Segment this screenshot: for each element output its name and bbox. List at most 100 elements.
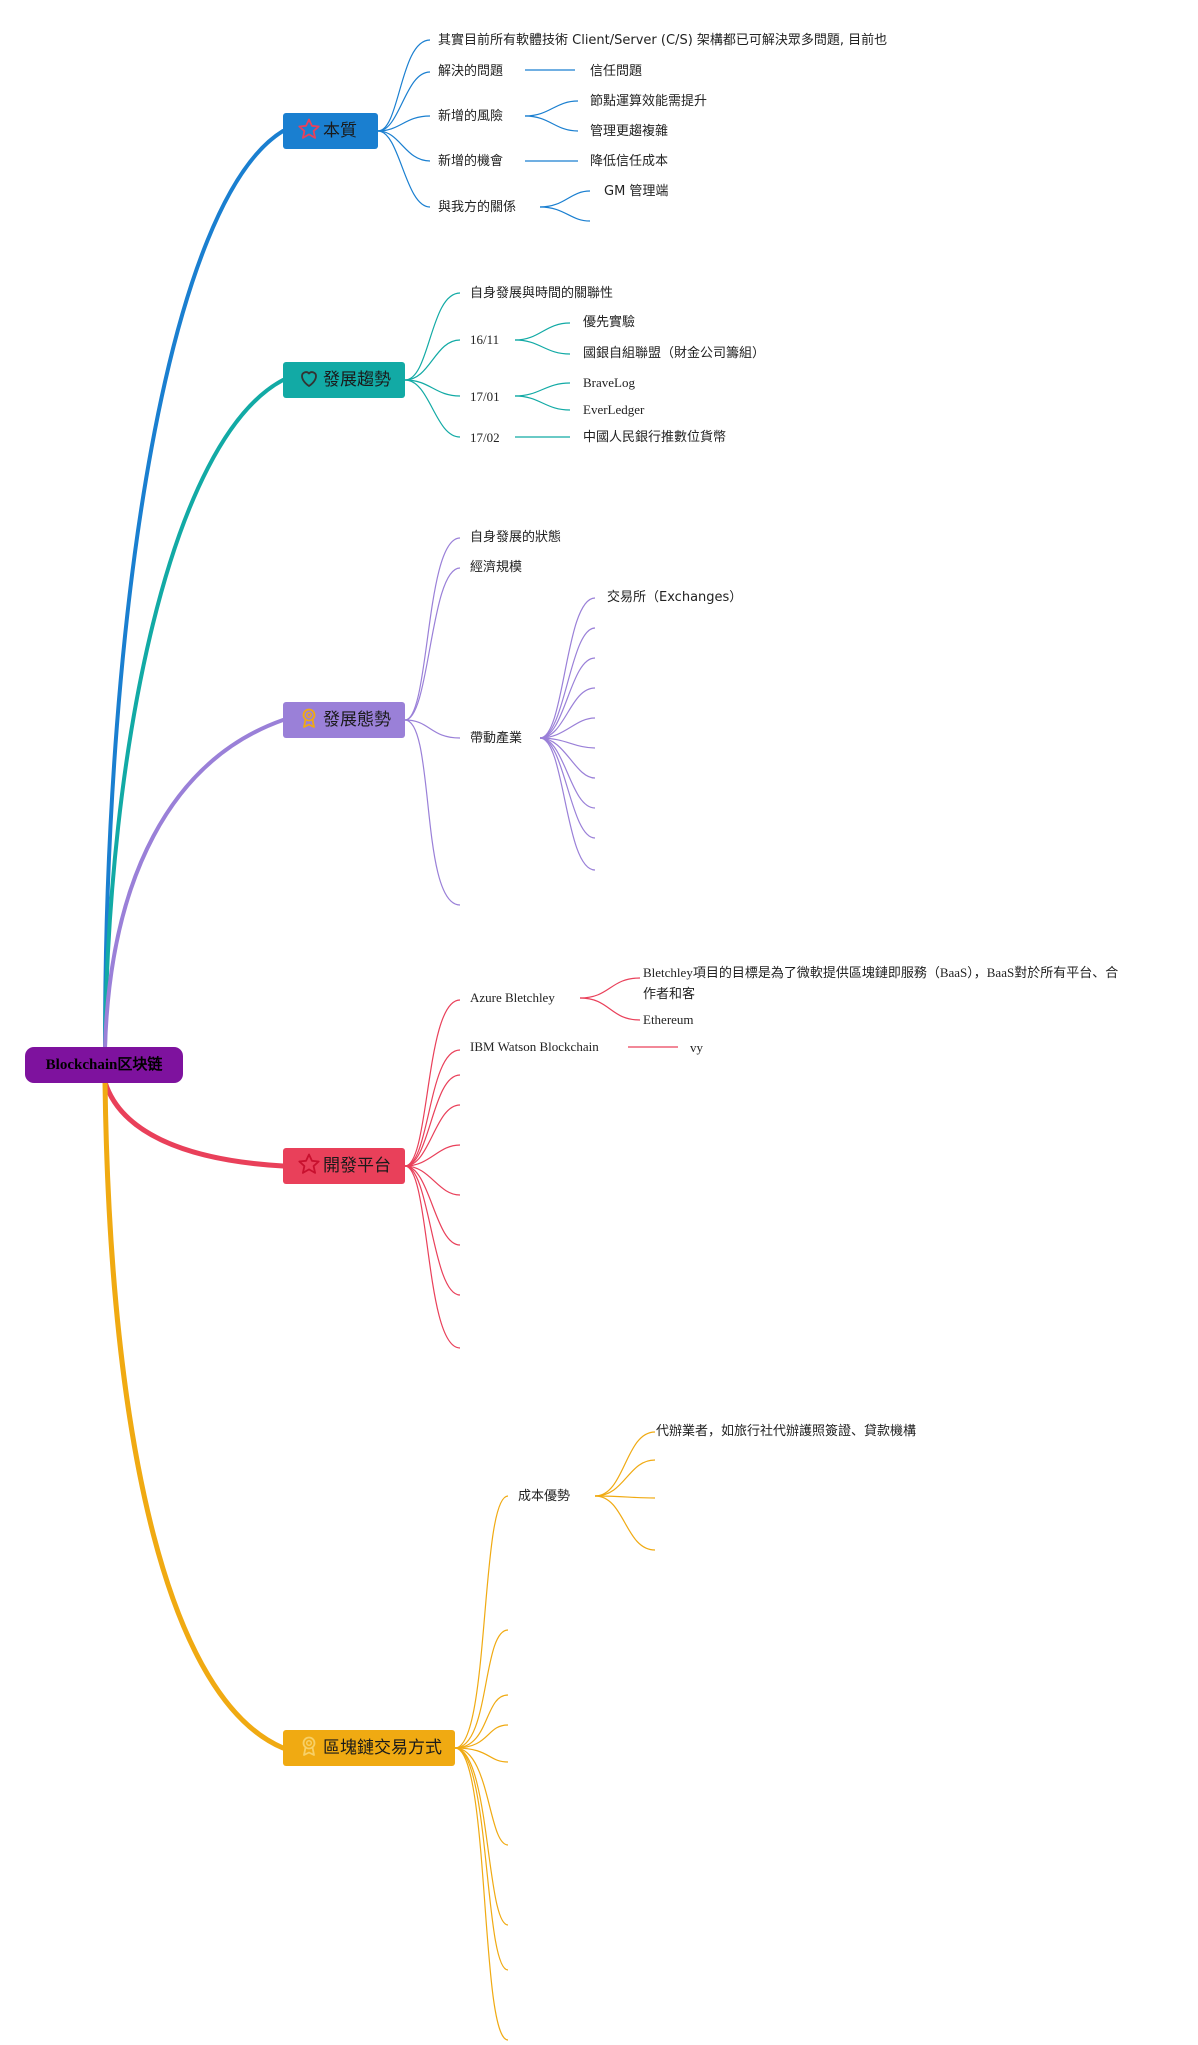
connector-line (404, 537, 461, 721)
subtopic-date-16-11[interactable]: 16/11 (470, 332, 500, 347)
leaf-gm-admin[interactable]: GM 管理端 (604, 184, 669, 199)
subtopic-driven-industries[interactable]: 帶動產業 (470, 731, 523, 746)
topic-essence-label: 本質 (323, 121, 357, 141)
topic-transaction[interactable]: 區塊鏈交易方式 (283, 1730, 455, 1766)
connector-line (514, 339, 571, 355)
connector-line (539, 597, 596, 739)
connector-line (404, 292, 461, 381)
connector-line (594, 1495, 656, 1499)
award-ribbon-icon (302, 708, 316, 728)
connector-line (539, 737, 596, 809)
connector-line (454, 1724, 509, 1749)
subtopic-problems-solved[interactable]: 解決的問題 (438, 64, 504, 79)
topic-situation-label: 發展態勢 (323, 710, 391, 730)
connector-line (377, 130, 431, 162)
connector-line (377, 130, 431, 208)
subtopic-economic-scale[interactable]: 經濟規模 (470, 560, 523, 575)
connector-line (524, 100, 579, 117)
connector-line (539, 717, 596, 739)
connector-line (454, 1747, 509, 2041)
connector-line (404, 1165, 461, 1246)
connector-line (404, 999, 461, 1167)
connector-line (539, 737, 596, 871)
connector-line (404, 379, 461, 438)
connector-line (539, 687, 596, 739)
leaf-node-performance[interactable]: 節點運算效能需提升 (590, 94, 708, 109)
connector-line (404, 1074, 461, 1167)
subtopic-time-correlation[interactable]: 自身發展與時間的關聯性 (470, 286, 614, 301)
connector-line (539, 737, 596, 779)
star-outline-icon (298, 118, 320, 139)
connector-line (514, 322, 571, 341)
connector-line (539, 206, 591, 222)
leaf-bletchley-goal[interactable]: Bletchley項目的目標是為了微軟提供區塊鏈即服務（BaaS），BaaS對於… (643, 965, 1119, 1001)
leaf-priority-experiment[interactable]: 優先實驗 (583, 315, 636, 330)
connector-line (539, 657, 596, 739)
leaf-everledger[interactable]: EverLedger (583, 402, 645, 417)
edge-root-b2 (103, 378, 285, 1050)
connector-line (404, 379, 461, 397)
connector-line (404, 1165, 461, 1349)
connector-line (404, 1049, 461, 1167)
connector-line (594, 1459, 656, 1497)
subtopic-relationship[interactable]: 與我方的關係 (438, 200, 517, 215)
leaf-lower-trust-cost[interactable]: 降低信任成本 (590, 154, 669, 169)
connector-line (514, 395, 571, 411)
subtopic-development-status[interactable]: 自身發展的狀態 (470, 530, 562, 545)
topic-situation[interactable]: 發展態勢 (283, 702, 405, 738)
connector-line (404, 1144, 461, 1167)
edge-root-b4 (102, 1079, 286, 1169)
leaf-exchanges[interactable]: 交易所（Exchanges） (607, 590, 743, 605)
connector-line (579, 997, 641, 1021)
connector-line (454, 1747, 509, 1763)
subtopic-date-17-01[interactable]: 17/01 (470, 389, 500, 404)
topic-platform-label: 開發平台 (323, 1156, 391, 1176)
leaf-bravelog[interactable]: BraveLog (583, 375, 635, 390)
edge-root-b1 (103, 129, 285, 1050)
leaf-ethereum[interactable]: Ethereum (643, 1012, 694, 1027)
connector-line (514, 382, 571, 397)
connector-line (454, 1495, 509, 1749)
connector-line (377, 71, 431, 132)
leaf-agents[interactable]: 代辦業者，如旅行社代辦護照簽證、貸款機構 (656, 1424, 917, 1439)
edge-root-b5 (102, 1079, 286, 1751)
connector-line (404, 1165, 461, 1296)
connector-line (454, 1747, 509, 1846)
subtopic-date-17-02[interactable]: 17/02 (470, 430, 500, 445)
subtopic-cost-advantage[interactable]: 成本優勢 (518, 1489, 571, 1504)
leaf-trust-problem[interactable]: 信任問題 (590, 64, 643, 79)
connector-line (404, 719, 461, 739)
connector-line (404, 719, 461, 906)
root-topic[interactable]: Blockchain区块链 (25, 1047, 183, 1083)
connector-line (539, 737, 596, 839)
subtopic-ibm-watson-blockchain[interactable]: IBM Watson Blockchain (470, 1039, 599, 1054)
connector-line (404, 339, 461, 381)
topic-transaction-label: 區塊鏈交易方式 (323, 1738, 442, 1758)
edge-root-b3 (103, 718, 285, 1050)
subtopic-new-risks[interactable]: 新增的風險 (438, 109, 504, 124)
subtopic-new-opportunities[interactable]: 新增的機會 (438, 154, 504, 169)
connector-line (377, 39, 431, 132)
heart-outline-icon (301, 371, 317, 387)
connector-line (454, 1747, 509, 1971)
topic-platform[interactable]: 開發平台 (283, 1148, 405, 1184)
star-red-icon (298, 1153, 320, 1174)
connector-line (454, 1629, 509, 1749)
subtopic-cs-architecture[interactable]: 其實目前所有軟體技術 Client/Server (C/S) 架構都已可解決眾多… (438, 33, 888, 48)
connector-line (539, 190, 591, 208)
connector-line (594, 1431, 656, 1497)
connector-line (377, 115, 431, 132)
leaf-vy[interactable]: vy (690, 1040, 703, 1055)
leaf-bank-alliance[interactable]: 國銀自組聯盟（財金公司籌組） (583, 346, 766, 361)
connector-line (404, 567, 461, 721)
connector-line (454, 1747, 509, 1926)
connector-line (579, 977, 641, 999)
connector-line (539, 627, 596, 739)
leaf-management-complexity[interactable]: 管理更趨複雜 (590, 124, 669, 139)
topic-trend[interactable]: 發展趨勢 (283, 362, 405, 398)
leaf-pboc-digital-currency[interactable]: 中國人民銀行推數位貨幣 (583, 430, 727, 445)
topic-essence[interactable]: 本質 (283, 113, 378, 149)
subtopic-azure-bletchley[interactable]: Azure Bletchley (470, 990, 555, 1005)
connector-line (454, 1694, 509, 1749)
